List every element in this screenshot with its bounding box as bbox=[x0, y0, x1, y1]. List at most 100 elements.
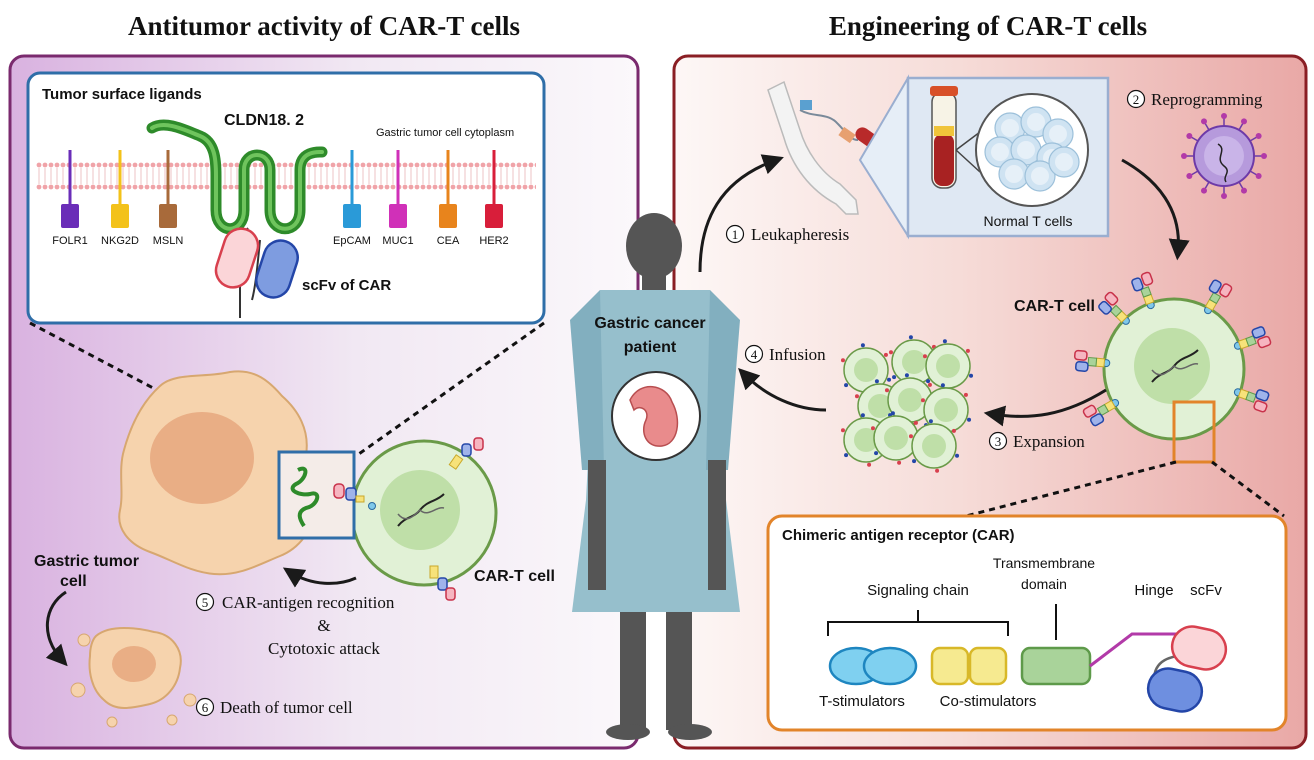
hinge-linker bbox=[1089, 632, 1186, 668]
t-stimulator-domain bbox=[862, 646, 918, 686]
ligand-her2: HER2 bbox=[479, 150, 509, 247]
step5-number-circle bbox=[195, 592, 215, 612]
expanded-car-t-cell bbox=[920, 383, 972, 437]
cell-membrane bbox=[36, 160, 536, 192]
car-receptor-icon bbox=[1204, 279, 1233, 315]
step6-text: Death of tumor cell bbox=[220, 698, 353, 717]
car-receptor-small bbox=[448, 437, 484, 470]
hinge-label: Hinge bbox=[1134, 582, 1173, 599]
expanded-car-t-cell bbox=[884, 373, 936, 427]
car-structure-box: Chimeric antigen receptor (CAR) Signalin… bbox=[766, 514, 1288, 732]
step2-number-circle bbox=[1126, 89, 1146, 109]
right-panel-title: Engineering of CAR-T cells bbox=[829, 11, 1147, 41]
recognition-arrow bbox=[282, 567, 357, 588]
step2-text: Reprogramming bbox=[1151, 90, 1263, 109]
ligand-label: NKG2D bbox=[101, 235, 139, 247]
transmembrane-domain bbox=[1020, 646, 1092, 686]
zoom-line-car-right bbox=[1211, 460, 1285, 518]
normal-t-cells-box: Normal T cells bbox=[858, 74, 1110, 240]
car-receptor-icon bbox=[1233, 388, 1270, 413]
ligand-label: MUC1 bbox=[382, 235, 413, 247]
co-stimulator-domain bbox=[930, 646, 970, 686]
step1-number-circle bbox=[725, 224, 745, 244]
step6-number-circle bbox=[195, 697, 215, 717]
leukapheresis-arrow bbox=[698, 154, 784, 273]
co-stimulator-domain bbox=[968, 646, 1008, 686]
expanded-car-t-cell bbox=[908, 419, 960, 473]
car-receptor-icon bbox=[1233, 326, 1272, 350]
patient-label-2: patient bbox=[624, 339, 677, 356]
scfv-blue-domain bbox=[255, 239, 299, 299]
transmembrane-label-1: Transmembrane bbox=[993, 555, 1095, 571]
ligand-label: EpCAM bbox=[333, 235, 371, 247]
dying-tumor-cell bbox=[70, 627, 197, 728]
tumor-surface-ligands-box: Tumor surface ligands Gastric tumor cell… bbox=[26, 71, 546, 325]
cytoplasm-label: Gastric tumor cell cytoplasm bbox=[376, 127, 514, 139]
car-receptor-icon bbox=[1098, 291, 1130, 325]
cldn-label: CLDN18. 2 bbox=[224, 112, 304, 129]
normal-t-cell-cluster bbox=[984, 106, 1080, 192]
co-stimulators-label: Co-stimulators bbox=[940, 693, 1037, 710]
step1-text: Leukapheresis bbox=[751, 225, 849, 244]
step4-number: 4 bbox=[751, 347, 758, 362]
signaling-chain-label: Signaling chain bbox=[867, 582, 969, 599]
step4-text: Infusion bbox=[769, 345, 826, 364]
car-receptor-icon bbox=[1073, 349, 1111, 372]
virus-vector-icon bbox=[1181, 113, 1267, 199]
tumor-cell-label-2: cell bbox=[60, 573, 87, 590]
receptor-zoom-box bbox=[1172, 400, 1216, 464]
car-receptor-icon bbox=[1131, 271, 1155, 310]
ligand-label: HER2 bbox=[479, 235, 508, 247]
car-box-title: Chimeric antigen receptor (CAR) bbox=[782, 527, 1015, 544]
step3-number-circle bbox=[988, 431, 1008, 451]
ligand-msln: MSLN bbox=[153, 150, 183, 247]
expanded-car-t-cell bbox=[870, 411, 922, 465]
step6-number: 6 bbox=[202, 700, 209, 715]
ligands-box-title: Tumor surface ligands bbox=[42, 86, 202, 103]
scfv-label-right: scFv bbox=[1190, 582, 1222, 599]
car-t-nucleus-right bbox=[1134, 328, 1210, 404]
ligand-label: CEA bbox=[437, 235, 460, 247]
expansion-arrow bbox=[983, 388, 1107, 427]
car-receptor-small bbox=[333, 483, 376, 510]
ligand-epcam: EpCAM bbox=[333, 150, 371, 247]
step3-text: Expansion bbox=[1013, 432, 1085, 451]
step2-number: 2 bbox=[1133, 92, 1140, 107]
t-stimulators-label: T-stimulators bbox=[819, 693, 905, 710]
step5-number: 5 bbox=[202, 595, 209, 610]
step5-text-3: Cytotoxic attack bbox=[268, 639, 380, 658]
step3-number: 3 bbox=[995, 434, 1002, 449]
ligand-folr1: FOLR1 bbox=[52, 150, 88, 247]
death-arrow bbox=[45, 590, 68, 667]
step5-text-1: CAR-antigen recognition bbox=[222, 593, 395, 612]
signaling-chain-bracket bbox=[827, 610, 1009, 636]
ligand-cea: CEA bbox=[437, 150, 460, 247]
ligand-nkg2d: NKG2D bbox=[101, 150, 139, 247]
scfv-pink-domain bbox=[214, 227, 260, 289]
tumor-nucleus bbox=[150, 412, 254, 504]
patient-label-1: Gastric cancer bbox=[594, 315, 705, 332]
zoom-line-car-left bbox=[965, 460, 1177, 518]
step1-number: 1 bbox=[732, 227, 739, 242]
cldn-small bbox=[290, 466, 320, 528]
zoom-line-right bbox=[355, 321, 545, 458]
stomach-icon bbox=[629, 385, 679, 447]
car-receptor-small bbox=[429, 565, 456, 601]
step5-text-2: & bbox=[317, 616, 330, 635]
step4-number-circle bbox=[744, 344, 764, 364]
transmembrane-label-2: domain bbox=[1021, 576, 1067, 592]
ligand-muc1: MUC1 bbox=[382, 150, 414, 247]
tumor-cell-label-1: Gastric tumor bbox=[34, 553, 139, 570]
scfv-vl-domain bbox=[1170, 625, 1228, 671]
ligand-label: FOLR1 bbox=[52, 235, 87, 247]
car-receptor-icon bbox=[1082, 399, 1120, 427]
car-t-label-left: CAR-T cell bbox=[474, 568, 555, 585]
zoom-line-left bbox=[29, 321, 283, 458]
car-t-label-right: CAR-T cell bbox=[1014, 298, 1095, 315]
left-panel-title: Antitumor activity of CAR-T cells bbox=[128, 11, 520, 41]
expanded-car-t-cluster bbox=[840, 335, 974, 473]
normal-t-label: Normal T cells bbox=[984, 213, 1073, 229]
infusion-arrow bbox=[738, 368, 827, 412]
ligand-list: FOLR1 NKG2D MSLN EpCAM MUC1 CEA HER2 bbox=[52, 150, 509, 247]
